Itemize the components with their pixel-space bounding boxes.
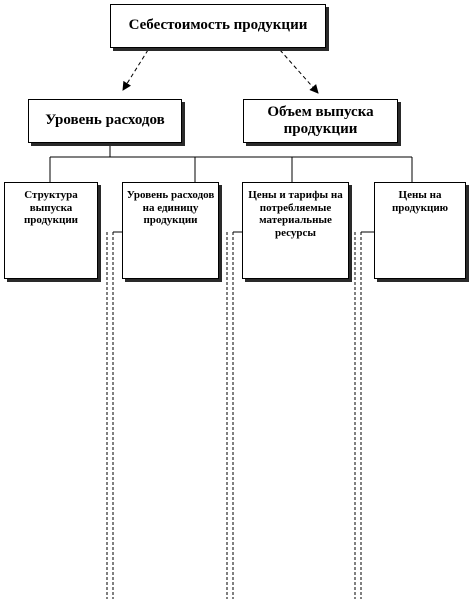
expense-level-label: Уровень расходов <box>45 112 165 129</box>
arrow-root-to-output-volume <box>279 49 319 94</box>
node-output-volume: Объем выпуска продукции <box>243 99 398 143</box>
leaf-label: Цены и тарифы на потребляемые материальн… <box>248 189 343 239</box>
node-expense-level: Уровень расходов <box>28 99 182 143</box>
leaf-label: Уровень расходов на единицу продукции <box>126 189 215 227</box>
output-volume-label: Объем выпуска продукции <box>267 103 374 137</box>
leaf-connector-bus <box>49 144 413 182</box>
leaf-label: Цены на продукцию <box>391 189 449 214</box>
root-node-cost-of-production: Себестоимость продукции <box>110 4 326 48</box>
leaf-production-structure: Структура выпуска продукции <box>4 182 98 279</box>
dashed-guide-lines <box>106 232 362 599</box>
leaf-material-prices-tariffs: Цены и тарифы на потребляемые материальн… <box>242 182 349 279</box>
root-node-label: Себестоимость продукции <box>128 17 308 34</box>
leaf-unit-expense-level: Уровень расходов на единицу продукции <box>122 182 219 279</box>
leaf-label: Структура выпуска продукции <box>23 189 79 227</box>
arrow-root-to-expense-level <box>122 49 149 91</box>
leaf-product-prices: Цены на продукцию <box>374 182 466 279</box>
